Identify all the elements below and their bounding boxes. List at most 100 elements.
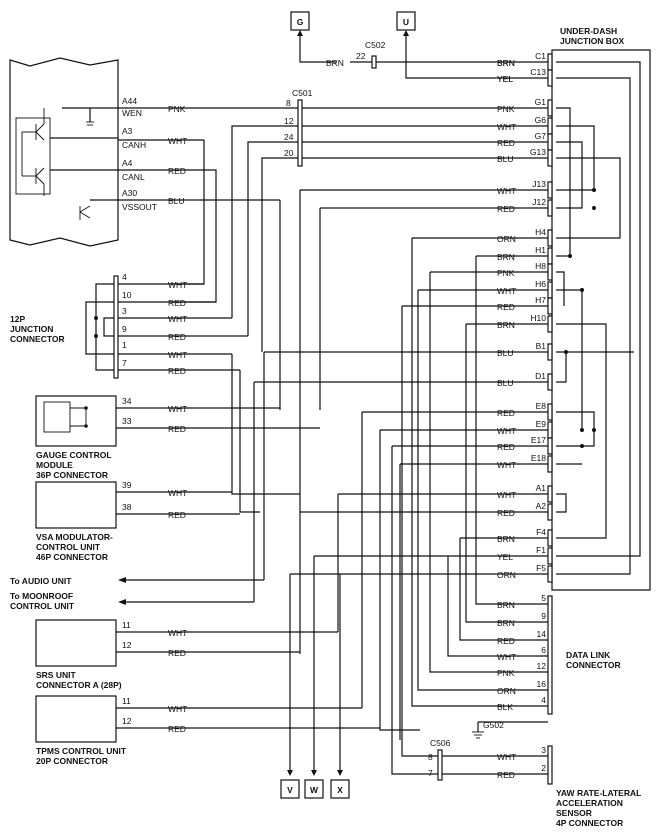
junction-wire-color: WHT bbox=[497, 490, 516, 500]
junction-wire-color: YEL bbox=[497, 552, 513, 562]
svg-text:CONTROL UNIT: CONTROL UNIT bbox=[36, 542, 101, 552]
svg-text:11: 11 bbox=[122, 620, 131, 630]
svg-text:A4: A4 bbox=[122, 158, 133, 168]
svg-text:SRS UNIT: SRS UNIT bbox=[36, 670, 76, 680]
c502-pin: 22 bbox=[356, 51, 366, 61]
dlc-connector bbox=[547, 595, 553, 715]
yaw-wire-color: RED bbox=[497, 770, 515, 780]
junction-pin-tab bbox=[547, 343, 553, 361]
svg-text:10: 10 bbox=[122, 290, 132, 300]
junction-pin-tab bbox=[547, 263, 553, 281]
svg-text:G502: G502 bbox=[483, 720, 504, 730]
junction-wire-color: RED bbox=[497, 442, 515, 452]
dlc-wire-color: RED bbox=[497, 636, 515, 646]
svg-text:RED: RED bbox=[168, 648, 186, 658]
svg-text:12: 12 bbox=[284, 116, 294, 126]
svg-text:WHT: WHT bbox=[168, 704, 187, 714]
junction-pin-label: H7 bbox=[535, 295, 546, 305]
svg-text:JUNCTION BOX: JUNCTION BOX bbox=[560, 36, 625, 46]
dlc-pin-label: 14 bbox=[537, 629, 547, 639]
svg-text:C506: C506 bbox=[430, 738, 451, 748]
yaw-wire-color: WHT bbox=[497, 752, 516, 762]
dlc-pin-label: 9 bbox=[541, 611, 546, 621]
svg-text:WHT: WHT bbox=[168, 350, 187, 360]
junction-pin-label: J13 bbox=[532, 179, 546, 189]
svg-text:YAW RATE-LATERAL: YAW RATE-LATERAL bbox=[556, 788, 641, 798]
svg-text:WHT: WHT bbox=[168, 314, 187, 324]
svg-text:CONNECTOR: CONNECTOR bbox=[10, 334, 65, 344]
svg-text:W: W bbox=[310, 785, 319, 795]
junction-pin-tab bbox=[547, 69, 553, 87]
junction-wire-color: BRN bbox=[497, 320, 515, 330]
svg-text:39: 39 bbox=[122, 480, 132, 490]
dlc-wire-color: BRN bbox=[497, 600, 515, 610]
junction-pin-label: E9 bbox=[536, 419, 547, 429]
junction-wire-color: PNK bbox=[497, 104, 515, 114]
svg-text:4P CONNECTOR: 4P CONNECTOR bbox=[556, 818, 623, 828]
svg-text:33: 33 bbox=[122, 416, 132, 426]
svg-text:UNDER-DASH: UNDER-DASH bbox=[560, 26, 617, 36]
svg-text:CONNECTOR: CONNECTOR bbox=[566, 660, 621, 670]
svg-text:36P CONNECTOR: 36P CONNECTOR bbox=[36, 470, 108, 480]
svg-text:V: V bbox=[287, 785, 293, 795]
svg-text:A3: A3 bbox=[122, 126, 133, 136]
dlc-wire-color: ORN bbox=[497, 686, 516, 696]
junction-pin-label: H4 bbox=[535, 227, 546, 237]
junction-pin-label: F1 bbox=[536, 545, 546, 555]
junction-pin-label: G6 bbox=[535, 115, 547, 125]
svg-text:RED: RED bbox=[168, 166, 186, 176]
svg-text:PNK: PNK bbox=[168, 104, 186, 114]
junction-pin-tab bbox=[547, 529, 553, 547]
dlc-wire-color: BLK bbox=[497, 702, 513, 712]
junction-pin-tab bbox=[547, 485, 553, 503]
junction-pin-tab bbox=[547, 503, 553, 521]
junction-wire-color: BLU bbox=[497, 348, 514, 358]
junction-pin-tab bbox=[547, 373, 553, 391]
svg-text:A30: A30 bbox=[122, 188, 137, 198]
terminal-x bbox=[330, 779, 350, 799]
junction-pin-tab bbox=[547, 315, 553, 333]
yaw-sensor-connector bbox=[547, 745, 553, 785]
terminal-w bbox=[304, 779, 324, 799]
junction-pin-tab bbox=[547, 181, 553, 199]
dlc-pin-label: 4 bbox=[541, 695, 546, 705]
svg-text:To MOONROOF: To MOONROOF bbox=[10, 591, 73, 601]
dlc-pin-label: 16 bbox=[537, 679, 547, 689]
c502-label: C502 bbox=[365, 40, 386, 50]
svg-text:JUNCTION: JUNCTION bbox=[10, 324, 53, 334]
ecm-box bbox=[9, 57, 119, 247]
junction-wire-color: RED bbox=[497, 138, 515, 148]
dlc-wire-color: BRN bbox=[497, 618, 515, 628]
junction-pin-label: H10 bbox=[530, 313, 546, 323]
junction-pin-tab bbox=[547, 403, 553, 421]
svg-text:WEN: WEN bbox=[122, 108, 142, 118]
junction-pin-tab bbox=[547, 199, 553, 217]
junction-pin-label: J12 bbox=[532, 197, 546, 207]
svg-text:12: 12 bbox=[122, 716, 132, 726]
svg-text:24: 24 bbox=[284, 132, 294, 142]
svg-text:WHT: WHT bbox=[168, 280, 187, 290]
junction-pin-label: A1 bbox=[536, 483, 547, 493]
junction-pin-label: F5 bbox=[536, 563, 546, 573]
svg-text:20P CONNECTOR: 20P CONNECTOR bbox=[36, 756, 108, 766]
svg-text:BLU: BLU bbox=[168, 196, 185, 206]
junction-wire-color: BLU bbox=[497, 378, 514, 388]
svg-text:CANH: CANH bbox=[122, 140, 146, 150]
junction-wire-color: WHT bbox=[497, 426, 516, 436]
junction-pin-tab bbox=[547, 565, 553, 583]
svg-text:VSSOUT: VSSOUT bbox=[122, 202, 157, 212]
svg-text:TPMS CONTROL UNIT: TPMS CONTROL UNIT bbox=[36, 746, 127, 756]
svg-text:7: 7 bbox=[122, 358, 127, 368]
junction-pin-tab bbox=[547, 117, 553, 135]
svg-text:34: 34 bbox=[122, 396, 132, 406]
junction-pin-label: G1 bbox=[535, 97, 547, 107]
svg-text:YEL: YEL bbox=[497, 74, 513, 84]
junction-wire-color: YEL bbox=[497, 74, 513, 84]
junction-wire-color: WHT bbox=[497, 460, 516, 470]
junction-wire-color: WHT bbox=[497, 122, 516, 132]
c501-label: C501 bbox=[292, 88, 313, 98]
svg-text:38: 38 bbox=[122, 502, 132, 512]
svg-text:WHT: WHT bbox=[168, 628, 187, 638]
junction-pin-tab bbox=[547, 229, 553, 247]
svg-text:RED: RED bbox=[168, 298, 186, 308]
